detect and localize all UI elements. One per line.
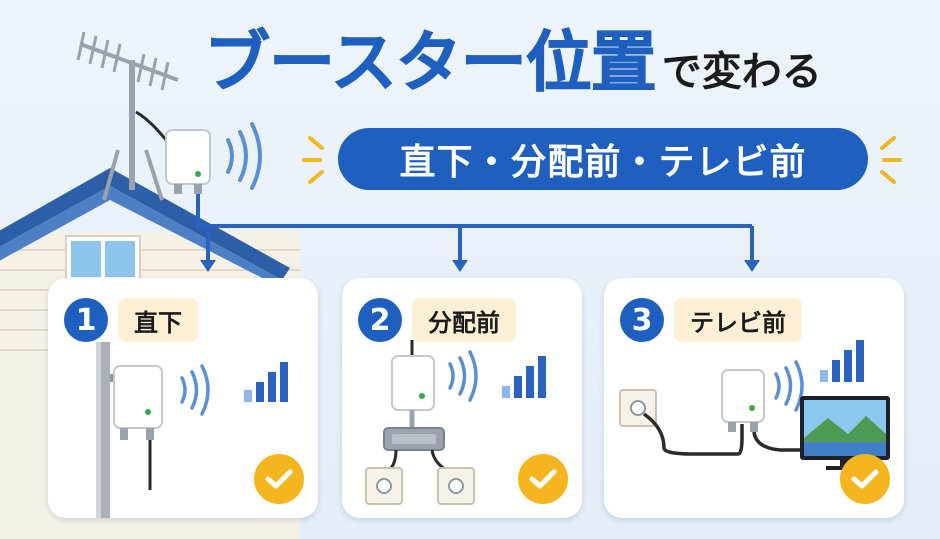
check-icon	[840, 454, 890, 504]
headline-sub: で変わる	[661, 49, 822, 95]
card-before-splitter: 2 分配前	[342, 278, 582, 518]
booster-box	[721, 369, 765, 423]
card-number-badge: 3	[620, 298, 664, 342]
booster-top	[165, 129, 211, 194]
card-3-illustration	[619, 340, 890, 470]
arrow-head-3	[744, 260, 760, 272]
subtitle-pill: 直下・分配前・テレビ前	[338, 128, 868, 190]
headline-main: ブースター位置	[204, 24, 658, 101]
card-before-tv: 3 テレビ前	[604, 278, 904, 518]
booster-box	[391, 355, 435, 411]
card-directly-below: 1 直下	[48, 278, 318, 518]
signal-bars-icon	[820, 340, 864, 382]
signal-waves-icon	[180, 364, 210, 416]
check-icon	[254, 454, 304, 504]
card-label: 分配前	[412, 298, 516, 342]
card-number-badge: 2	[358, 298, 402, 342]
sparkles-right	[880, 136, 902, 184]
signal-waves-top	[226, 122, 262, 190]
headline: ブースター位置で変わる	[204, 29, 904, 96]
arrow-head-2	[452, 260, 468, 272]
signal-waves-icon	[774, 360, 804, 412]
distribution-arrows	[196, 194, 754, 262]
card-1-illustration	[96, 342, 288, 518]
check-icon	[518, 454, 568, 504]
card-label: テレビ前	[674, 298, 802, 342]
roof	[0, 168, 290, 280]
card-number-badge: 1	[64, 298, 108, 342]
tv-icon	[800, 396, 890, 470]
signal-bars-icon	[502, 356, 546, 398]
signal-waves-icon	[448, 350, 478, 402]
booster-box	[113, 365, 163, 429]
card-2-illustration	[365, 340, 546, 505]
sparkles-left	[302, 136, 324, 184]
signal-bars-icon	[244, 362, 288, 402]
arrow-head-1	[200, 260, 216, 272]
antenna	[76, 31, 179, 201]
card-label: 直下	[118, 298, 198, 342]
